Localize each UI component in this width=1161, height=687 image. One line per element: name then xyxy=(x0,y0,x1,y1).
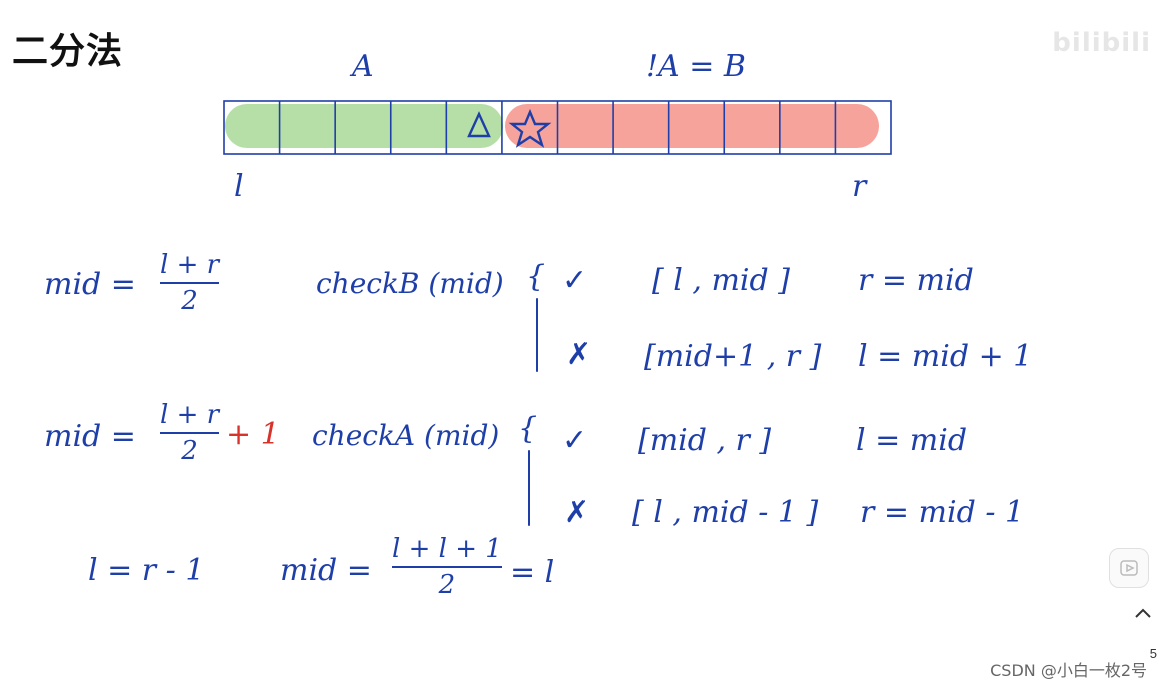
case2-check-icon: ✓ xyxy=(562,423,588,458)
page-title: 二分法 xyxy=(12,31,124,72)
label-a: A xyxy=(352,49,374,84)
example-condition: l = r - 1 xyxy=(88,553,205,588)
left-pointer: l xyxy=(234,169,244,204)
case1-denominator: 2 xyxy=(181,286,198,316)
case1-brace-line xyxy=(536,298,538,372)
case2-plus-one: + 1 xyxy=(226,417,280,452)
case1-brace: { xyxy=(526,259,546,294)
fraction-bar xyxy=(160,432,220,434)
case1-true-action: r = mid xyxy=(858,263,974,298)
example-mid-lhs: mid = xyxy=(280,553,372,588)
fraction-bar xyxy=(392,566,502,568)
example-result: = l xyxy=(510,555,555,590)
case1-check: checkB (mid) xyxy=(316,267,504,300)
example-numerator: l + l + 1 xyxy=(392,534,502,564)
cell-dividers xyxy=(278,101,837,154)
label-not-a-equals-b: !A = B xyxy=(646,49,746,84)
green-region xyxy=(225,104,503,148)
csdn-credit: CSDN @小白一枚2号 xyxy=(990,661,1147,680)
page-number: 5 xyxy=(1149,646,1157,661)
case1-numerator: l + r xyxy=(160,250,220,280)
case1-false-action: l = mid + 1 xyxy=(858,339,1033,374)
case1-true-range: [ l , mid ] xyxy=(652,263,790,298)
red-region xyxy=(505,104,879,148)
case2-true-range: [mid , r ] xyxy=(638,423,772,458)
case2-true-action: l = mid xyxy=(856,423,968,458)
case2-brace-line xyxy=(528,450,530,526)
case2-mid-lhs: mid = xyxy=(44,419,136,454)
chevron-up-icon[interactable] xyxy=(1131,602,1155,626)
right-pointer: r xyxy=(852,169,867,204)
case2-mid-fraction: l + r 2 xyxy=(160,400,220,466)
case1-check-icon: ✓ xyxy=(562,263,588,298)
play-button[interactable] xyxy=(1109,548,1149,588)
case2-denominator: 2 xyxy=(181,436,198,466)
star-mark xyxy=(508,108,552,148)
case2-brace: { xyxy=(518,411,538,446)
array-diagram xyxy=(223,100,892,155)
case1-mid-fraction: l + r 2 xyxy=(160,250,220,316)
case2-check: checkA (mid) xyxy=(312,419,500,452)
case2-cross-icon: ✗ xyxy=(564,495,590,530)
example-denominator: 2 xyxy=(438,570,456,600)
case2-false-range: [ l , mid - 1 ] xyxy=(632,495,819,530)
case1-false-range: [mid+1 , r ] xyxy=(644,339,822,374)
play-icon xyxy=(1120,560,1138,576)
case1-mid-lhs: mid = xyxy=(44,267,136,302)
case2-numerator: l + r xyxy=(160,400,220,430)
bilibili-watermark: bilibili xyxy=(1052,28,1151,58)
example-mid-fraction: l + l + 1 2 xyxy=(392,536,502,598)
fraction-bar xyxy=(160,282,220,284)
triangle-mark xyxy=(467,111,491,138)
case2-false-action: r = mid - 1 xyxy=(860,495,1025,530)
case1-cross-icon: ✗ xyxy=(566,337,592,372)
